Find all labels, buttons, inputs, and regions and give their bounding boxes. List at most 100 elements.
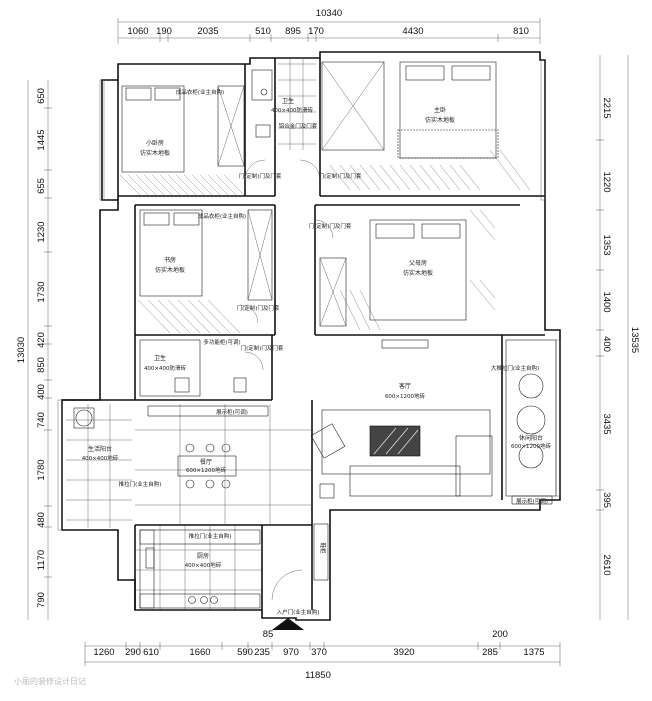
outer-walls	[61, 51, 561, 621]
laundry-name: 生活阳台	[88, 445, 112, 453]
master-floor: 仿实木地板	[425, 116, 455, 124]
right-dim-4: 1400	[601, 291, 612, 312]
top-dim-7: 4430	[402, 26, 423, 37]
kitchen-tile: 400×400地砖	[185, 561, 222, 569]
left-total-dim: 13030	[16, 337, 27, 363]
windows	[57, 59, 561, 531]
sofa-chaise	[455, 435, 493, 497]
laundry-tile: 400×400地砖	[82, 454, 119, 462]
watermark: 小丽的装修设计日记	[14, 677, 86, 686]
parents-bed	[369, 219, 467, 321]
left-dim-6: 420	[36, 332, 47, 348]
top-total-dim: 10340	[316, 8, 342, 19]
left-dim-1: 650	[36, 88, 47, 104]
bath-2-tile: 400×400防滑砖	[144, 364, 187, 372]
shoe-cabinet	[313, 523, 329, 581]
left-dim-2: 1445	[36, 129, 47, 150]
dining-table	[177, 455, 237, 477]
room-laundry: 生活阳台 400×400地砖	[66, 404, 132, 528]
door-note-3: 门(定制)门及门套	[309, 222, 352, 230]
master-door-note: 铝合金门及门套	[279, 122, 318, 130]
living-name: 客厅	[399, 382, 411, 390]
bottom-dim-8: 370	[311, 647, 327, 658]
bottom-dim-3: 610	[143, 647, 159, 658]
left-dim-5: 1730	[36, 281, 47, 302]
left-dim-12: 1170	[36, 550, 47, 570]
parents-wardrobe	[319, 257, 347, 327]
stove-burner-3	[210, 596, 218, 604]
entry-door-note: 入户门(业主自购)	[277, 608, 320, 616]
washing-machine	[75, 409, 93, 427]
room-small-bedroom: 小卧房 仿实木地板 成品衣柜(业主自购)	[119, 85, 245, 196]
parents-name: 父母房	[409, 259, 427, 267]
left-dim-13: 790	[36, 592, 47, 608]
small-bedroom-floor: 仿实木地板	[140, 149, 170, 157]
door-note-2: 门(定制)门及门套	[319, 172, 362, 180]
right-dimension-chain: 13535 2215 1220 1353 1400 400 3435 395 2…	[596, 55, 640, 620]
balcony-chair-1	[518, 373, 544, 399]
room-bath-1: 卫生 400×400防滑砖	[251, 58, 316, 150]
door-note-1: 门(定制)门及门套	[239, 172, 282, 180]
study-wardrobe	[247, 209, 273, 301]
top-dim-4: 510	[255, 26, 271, 37]
bottom-dimension-chain: 1260 290 610 1660 590 235 970 370 3920 2…	[84, 629, 561, 681]
left-dim-3: 655	[36, 178, 47, 194]
bath-2-name: 卫生	[154, 354, 166, 362]
armchair	[310, 423, 346, 459]
study-bed	[139, 209, 203, 297]
bath-1-name: 卫生	[282, 97, 294, 105]
door-note-5: 门(定制)门及门套	[241, 344, 284, 352]
bottom-dim-11: 1375	[523, 647, 544, 658]
master-wardrobe	[321, 61, 385, 151]
top-dim-2: 190	[156, 26, 172, 37]
dining-cabinet: 展示柜(可调)	[216, 408, 248, 416]
room-entry: 鞋柜 入户门(业主自购)	[271, 523, 329, 630]
small-bedroom-bed	[121, 85, 185, 173]
parents-floor: 仿实木地板	[403, 269, 433, 277]
bath-2-corridor: 多功能柜(可调)	[203, 338, 240, 346]
top-dim-1: 1060	[127, 26, 148, 37]
left-dim-7: 850	[36, 357, 47, 373]
balcony-tile: 600×1200地砖	[511, 442, 552, 450]
kitchen-name: 厨房	[197, 552, 209, 560]
top-dimension-chain: 10340 1060 190 2035 510 895 170 4430 810	[117, 8, 541, 44]
room-master-bedroom: 主卧 仿实木地板 铝合金门及门套	[279, 61, 531, 191]
bottom-dim-4: 1660	[189, 647, 210, 658]
stove-burner-1	[188, 596, 196, 604]
bottom-extra-dim-2: 200	[492, 629, 508, 640]
bottom-dim-7: 970	[283, 647, 299, 658]
door-note-4: 门(定制)门及门套	[237, 304, 280, 312]
stove-burner-2	[200, 596, 208, 604]
balcony-chair-2	[518, 443, 544, 469]
small-bedroom-wardrobe-note: 成品衣柜(业主自购)	[176, 88, 224, 96]
study-name: 书房	[164, 256, 176, 264]
dining-door: 推拉门(业主自购)	[119, 480, 162, 488]
bottom-dim-9: 3920	[393, 647, 414, 658]
dining-name: 餐厅	[200, 458, 212, 466]
dining-tile: 600×1200地砖	[186, 466, 227, 474]
room-bath-2: 卫生 400×400防滑砖 多功能柜(可调)	[139, 338, 264, 397]
left-dim-10: 1780	[36, 459, 47, 480]
display-cabinet	[147, 405, 269, 417]
study-floor: 仿实木地板	[155, 266, 185, 274]
right-dim-3: 1353	[601, 234, 612, 255]
room-kitchen: 厨房 400×400地砖 推拉门(业主自购)	[135, 525, 262, 610]
bottom-dim-10: 285	[482, 647, 498, 658]
living-tile: 600×1200地砖	[385, 392, 426, 400]
kitchen-door: 推拉门(业主自购)	[189, 532, 232, 540]
room-study: 书房 仿实木地板 成品衣柜(业主自购)	[137, 209, 273, 334]
bottom-dim-5: 590	[237, 647, 253, 658]
top-dim-6: 170	[308, 26, 324, 37]
bath-1-tile: 400×400防滑砖	[271, 106, 314, 114]
balcony-name: 休闲阳台	[519, 434, 543, 442]
right-dim-8: 2610	[601, 554, 612, 575]
sofa	[349, 465, 461, 497]
right-total-dim: 13535	[629, 327, 640, 353]
right-dim-1: 2215	[601, 97, 612, 118]
bottom-total-dim: 11850	[305, 670, 331, 681]
living-sliding: 大推拉门(业主自购)	[491, 364, 539, 372]
room-living: 客厅 600×1200地砖 大推拉门(业主自购)	[310, 339, 539, 499]
entry-arrow	[272, 618, 304, 630]
top-dim-3: 2035	[197, 26, 218, 37]
